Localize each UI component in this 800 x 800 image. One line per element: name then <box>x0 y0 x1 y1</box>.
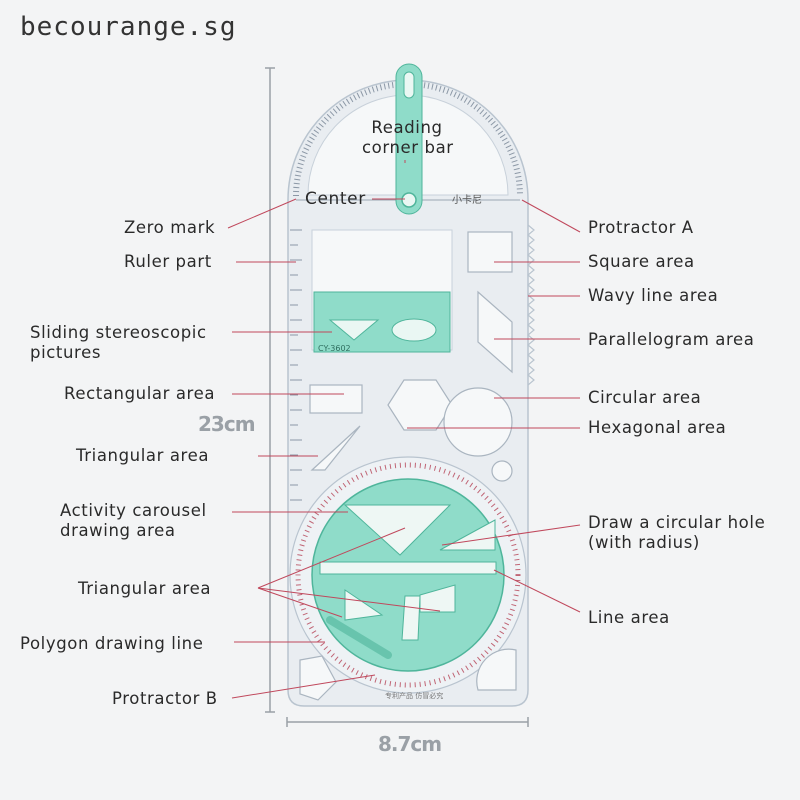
height-dimension-line <box>265 67 275 713</box>
label-activity-carousel: Activity carousel drawing area <box>60 501 207 541</box>
protractor-a-scale <box>293 81 523 197</box>
triangular-area <box>310 425 361 471</box>
label-line-area: Line area <box>588 608 670 627</box>
label-zero-mark: Zero mark <box>124 218 216 237</box>
label-triangular-area-2: Triangular area <box>78 579 212 598</box>
wavy-line-edge <box>527 224 535 386</box>
label-rectangular-area: Rectangular area <box>64 384 216 403</box>
ruler-part-scale <box>290 229 302 501</box>
width-dimension-label: 8.7cm <box>378 732 442 756</box>
label-hole-line1: Draw a circular hole <box>588 513 766 532</box>
square-area <box>467 231 513 273</box>
label-sliding-pictures: Sliding stereoscopic pictures <box>30 323 207 363</box>
label-circular-hole: Draw a circular hole (with radius) <box>588 513 765 553</box>
label-ruler-part: Ruler part <box>124 252 212 271</box>
label-protractor-b: Protractor B <box>112 689 218 708</box>
label-carousel-line1: Activity carousel <box>60 501 207 520</box>
label-square-area: Square area <box>588 252 695 271</box>
model-number: CY-3602 <box>318 344 351 353</box>
width-dimension-line <box>286 717 529 727</box>
label-center: Center <box>305 189 366 209</box>
label-hexagonal-area: Hexagonal area <box>588 418 727 437</box>
watermark-text: becourange.sg <box>20 12 237 42</box>
label-carousel-line2: drawing area <box>60 521 176 540</box>
label-polygon-line: Polygon drawing line <box>20 634 204 653</box>
small-circular-hole <box>491 460 513 482</box>
label-hole-line2: (with radius) <box>588 533 700 552</box>
reading-corner-bar[interactable] <box>395 63 423 215</box>
bottom-right-semicircle <box>476 648 517 691</box>
label-parallelogram-area: Parallelogram area <box>588 330 755 349</box>
label-sliding-line2: pictures <box>30 343 102 362</box>
label-reading-line1: Reading <box>371 118 443 137</box>
label-sliding-line1: Sliding stereoscopic <box>30 323 207 342</box>
label-triangular-area-1: Triangular area <box>76 446 210 465</box>
label-wavy-line-area: Wavy line area <box>588 286 719 305</box>
leader-lines <box>227 160 581 699</box>
footer-text: 专利产品 仿冒必究 <box>385 691 443 700</box>
label-protractor-a: Protractor A <box>588 218 694 237</box>
center-pivot <box>401 192 417 208</box>
label-circular-area: Circular area <box>588 388 702 407</box>
parallelogram-area <box>477 290 513 374</box>
rectangular-area <box>309 384 363 414</box>
circular-area <box>443 387 513 457</box>
bottom-left-polygon <box>299 655 337 701</box>
brand-text: 小卡尼 <box>452 193 482 206</box>
label-reading-corner-bar: Reading corner bar <box>362 118 454 158</box>
label-reading-line2: corner bar <box>362 138 454 157</box>
height-dimension-label: 23cm <box>198 412 256 436</box>
